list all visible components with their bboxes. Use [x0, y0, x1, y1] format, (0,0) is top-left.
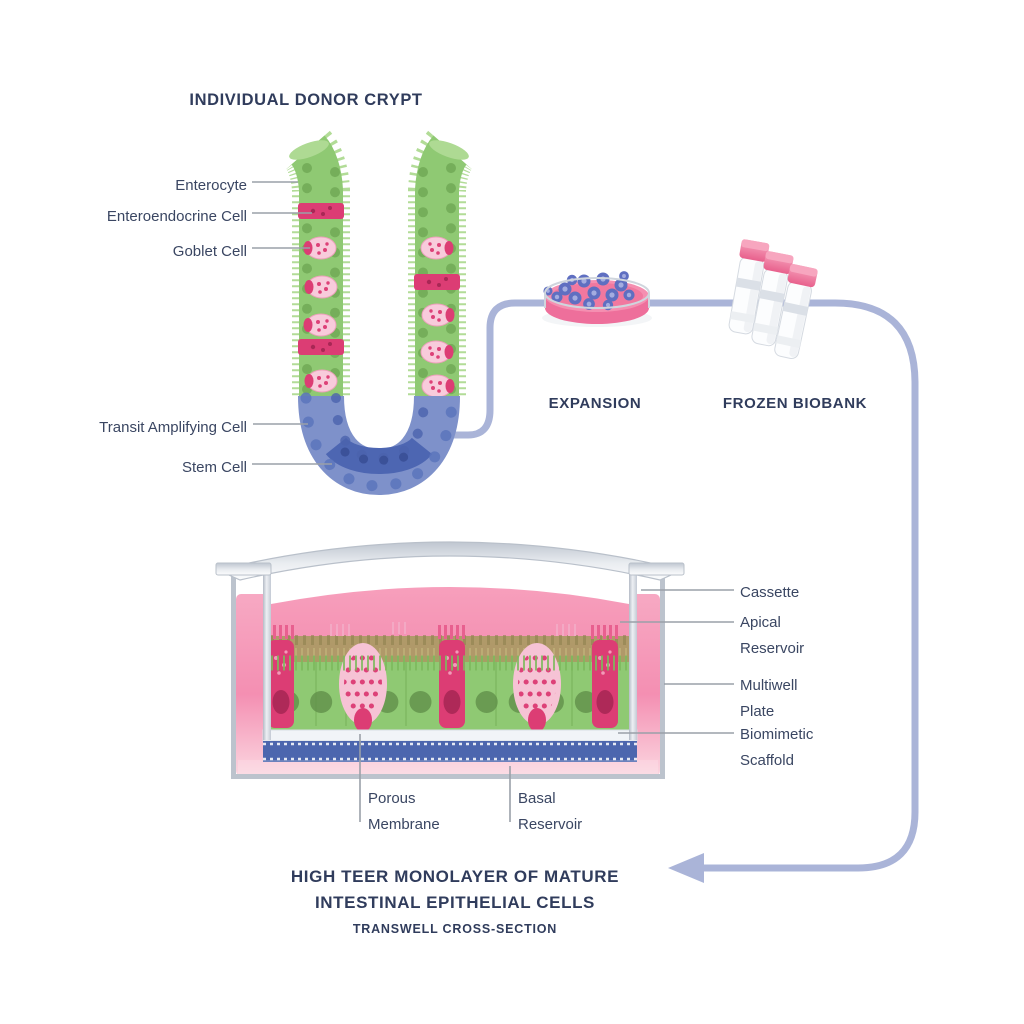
label-enterocyte: Enterocyte	[175, 177, 247, 194]
petri-dish-icon	[542, 271, 652, 327]
crypt-title: INDIVIDUAL DONOR CRYPT	[189, 91, 423, 109]
label-stem-cell: Stem Cell	[181, 459, 247, 476]
enteroendocrine-cell-icon	[414, 274, 460, 290]
label-porous-membrane: Porous Membrane	[368, 790, 440, 833]
enteroendocrine-cell-icon	[298, 339, 344, 355]
caption-line-1: HIGH TEER MONOLAYER OF MATURE	[290, 867, 620, 886]
workflow-arrow	[452, 299, 919, 883]
porous-membrane	[262, 729, 638, 742]
label-apical-reservoir: Apical Reservoir	[740, 614, 805, 657]
transwell-caption: HIGH TEER MONOLAYER OF MATURE INTESTINAL…	[205, 864, 705, 936]
arrowhead-icon	[668, 853, 704, 883]
crypt-illustration	[285, 130, 473, 496]
cassette-wall	[629, 570, 637, 740]
leader-lines	[252, 181, 734, 822]
label-biomimetic-scaffold: Biomimetic Scaffold	[740, 726, 814, 769]
cryovials-icon	[725, 238, 819, 361]
label-multiwell-plate: Multiwell Plate	[740, 677, 798, 720]
transwell-illustration	[215, 541, 685, 779]
label-basal-reservoir: Basal Reservoir	[518, 790, 583, 833]
label-transit-amplifying-cell: Transit Amplifying Cell	[99, 419, 247, 436]
enteroendocrine-cell-icon	[592, 640, 618, 728]
label-expansion: EXPANSION	[548, 395, 642, 412]
label-cassette: Cassette	[740, 584, 800, 601]
biomimetic-scaffold	[263, 741, 637, 762]
label-goblet-cell: Goblet Cell	[172, 243, 247, 260]
caption-line-2: INTESTINAL EPITHELIAL CELLS	[314, 893, 596, 913]
label-frozen-biobank: FROZEN BIOBANK	[722, 395, 868, 412]
label-enteroendocrine-cell: Enteroendocrine Cell	[106, 208, 247, 225]
cassette-wall	[263, 570, 271, 740]
cassette-lid	[215, 541, 685, 581]
epithelial-monolayer	[267, 622, 629, 732]
caption-subtitle: TRANSWELL CROSS-SECTION	[352, 921, 558, 936]
enteroendocrine-cell-icon	[298, 203, 344, 219]
enteroendocrine-cell-icon	[268, 640, 294, 728]
enteroendocrine-cell-icon	[439, 640, 465, 728]
multiwell-plate-wall	[231, 566, 665, 779]
